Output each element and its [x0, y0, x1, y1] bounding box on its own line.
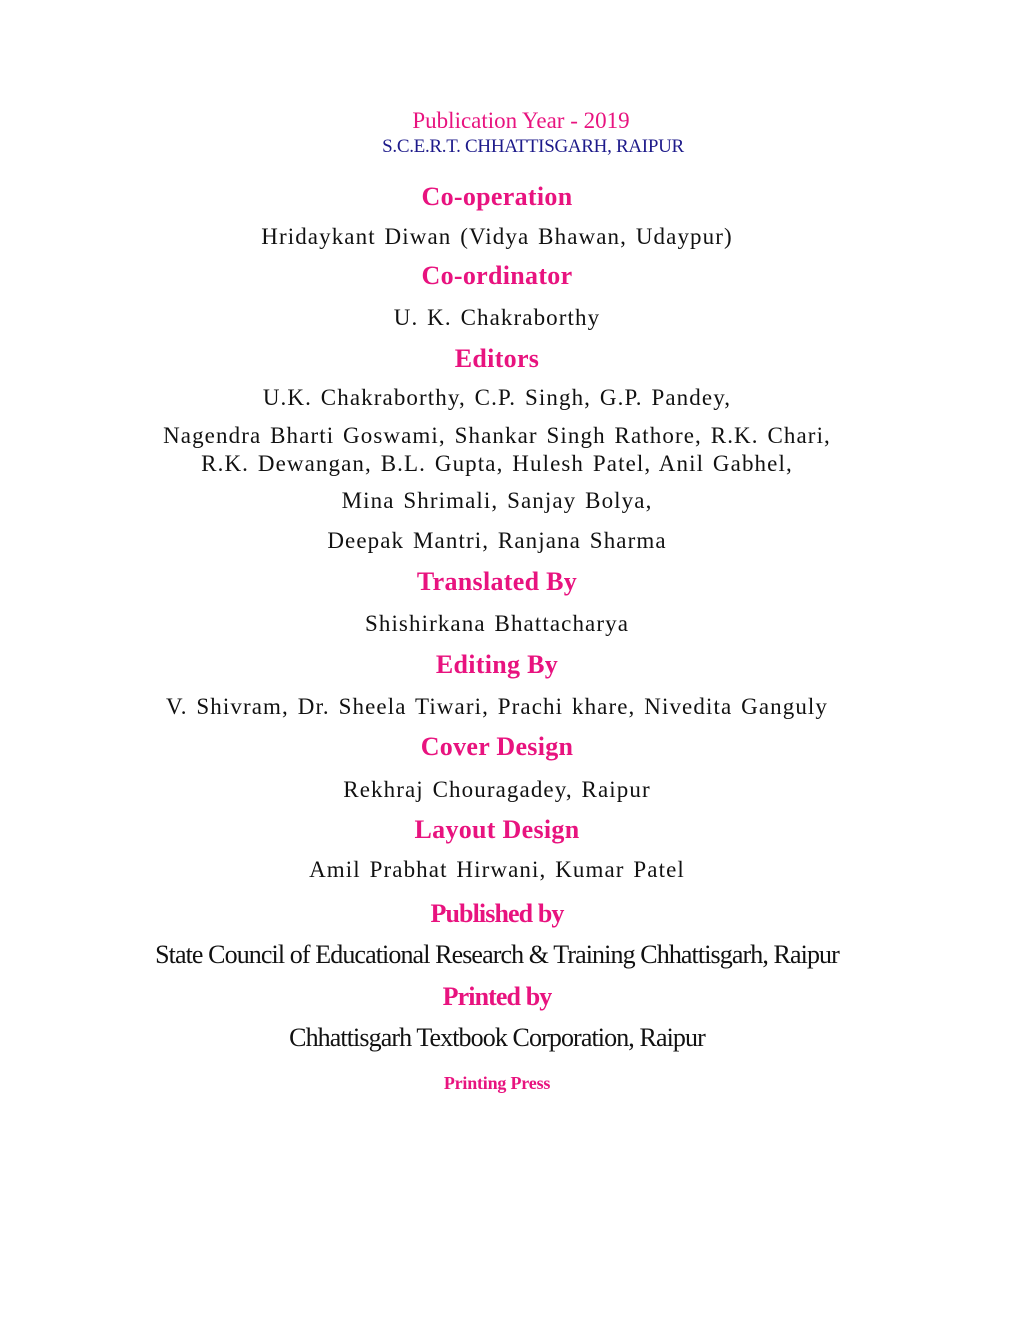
cover-design-heading: Cover Design	[420, 732, 574, 761]
editors-line-2: Nagendra Bharti Goswami, Shankar Singh R…	[163, 423, 831, 448]
coordinator-names: U. K. Chakraborthy	[393, 305, 601, 330]
editors-line-3: R.K. Dewangan, B.L. Gupta, Hulesh Patel,…	[201, 451, 793, 476]
layout-design-heading: Layout Design	[414, 815, 580, 844]
editors-line-4: Mina Shrimali, Sanjay Bolya,	[341, 488, 653, 513]
cooperation-names: Hridaykant Diwan (Vidya Bhawan, Udaypur)	[261, 224, 733, 249]
printed-by-names: Chhattisgarh Textbook Corporation, Raipu…	[289, 1023, 706, 1052]
published-by-heading: Published by	[430, 899, 565, 928]
editors-heading: Editors	[454, 344, 540, 373]
editors-line-5: Deepak Mantri, Ranjana Sharma	[327, 528, 667, 553]
cooperation-heading: Co-operation	[421, 182, 573, 211]
layout-design-names: Amil Prabhat Hirwani, Kumar Patel	[309, 857, 685, 882]
cover-design-names: Rekhraj Chouragadey, Raipur	[343, 777, 651, 802]
editing-by-heading: Editing By	[435, 650, 559, 679]
translated-by-heading: Translated By	[416, 567, 578, 596]
published-by-names: State Council of Educational Research & …	[155, 940, 840, 969]
editing-by-names: V. Shivram, Dr. Sheela Tiwari, Prachi kh…	[165, 694, 829, 719]
printed-by-heading: Printed by	[442, 982, 553, 1011]
printing-press-label: Printing Press	[443, 1073, 551, 1093]
publication-year: Publication Year - 2019	[412, 108, 630, 133]
coordinator-heading: Co-ordinator	[421, 261, 573, 290]
editors-line-1: U.K. Chakraborthy, C.P. Singh, G.P. Pand…	[262, 385, 732, 410]
institution-name: S.C.E.R.T. CHHATTISGARH, RAIPUR	[382, 136, 684, 157]
translated-by-names: Shishirkana Bhattacharya	[364, 611, 630, 636]
